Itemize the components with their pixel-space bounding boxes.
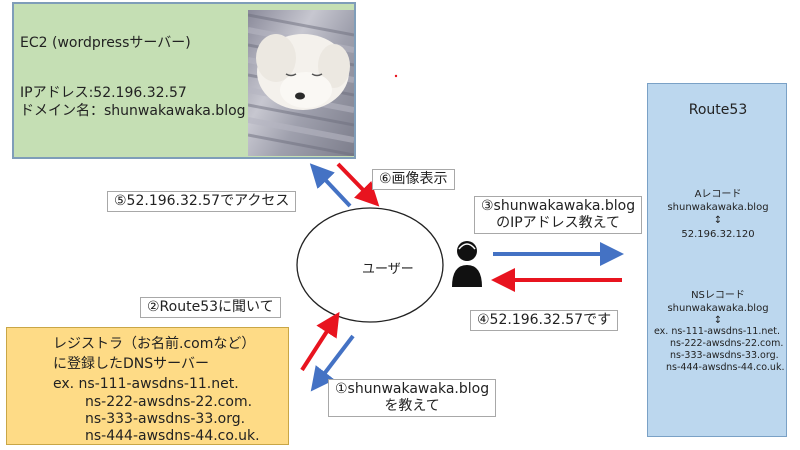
step-3-label: ③shunwakawaka.blog のIPアドレス教えて	[474, 196, 643, 234]
registrar-line: ns-444-awsdns-44.co.uk.	[85, 428, 260, 444]
arrow-access-ec2	[309, 163, 352, 208]
step-6-label: ⑥画像表示	[372, 169, 455, 190]
step-1-line: ①shunwakawaka.blog	[335, 381, 490, 397]
a-record-label: Aレコード	[694, 189, 742, 200]
registrar-line: レジストラ（お名前.comなど）	[53, 336, 256, 352]
arrow-registrar-ask	[310, 334, 355, 392]
ns-record-server: ns-333-awsdns-33.org.	[670, 350, 779, 361]
step-4-text: ④52.196.32.57です	[477, 312, 612, 328]
ns-record-arrow-icon: ↕	[713, 315, 723, 326]
ns-record-server: ns-444-awsdns-44.co.uk.	[666, 362, 785, 373]
registrar-line: ns-333-awsdns-33.org.	[85, 411, 246, 427]
ns-record-server: ex. ns-111-awsdns-11.net.	[654, 326, 780, 337]
ns-record-domain: shunwakawaka.blog	[667, 303, 769, 314]
step-5-label: ⑤52.196.32.57でアクセス	[107, 191, 297, 212]
route53-box: Route53 Aレコード shunwakawaka.blog ↕ 52.196…	[647, 83, 787, 437]
ec2-server-box: EC2 (wordpressサーバー) IPアドレス:52.196.32.57 …	[12, 2, 356, 159]
step-6-text: ⑥画像表示	[379, 171, 448, 187]
step-2-text: ②Route53に聞いて	[147, 299, 274, 315]
a-record-domain: shunwakawaka.blog	[667, 202, 769, 213]
stray-dot	[394, 74, 398, 78]
step-4-label: ④52.196.32.57です	[470, 310, 619, 331]
ec2-ip: IPアドレス:52.196.32.57	[20, 85, 187, 101]
registrar-line: ex. ns-111-awsdns-11.net.	[53, 376, 239, 392]
dog-photo	[248, 10, 354, 156]
user-ellipse	[296, 207, 444, 323]
a-record-ip: 52.196.32.120	[681, 229, 755, 240]
route53-title: Route53	[688, 102, 748, 118]
step-3-line: のIPアドレス教えて	[496, 215, 620, 231]
ec2-title: EC2 (wordpressサーバー)	[20, 35, 191, 51]
ns-record-server: ns-222-awsdns-22.com.	[670, 338, 784, 349]
user-person-icon	[452, 241, 482, 287]
ns-record-label: NSレコード	[691, 290, 745, 301]
arrow-registrar-query	[300, 311, 340, 372]
user-label: ユーザー	[362, 262, 414, 277]
a-record-arrow-icon: ↕	[713, 215, 723, 226]
registrar-line: ns-222-awsdns-22.com.	[85, 394, 253, 410]
step-1-label: ①shunwakawaka.blog を教えて	[328, 379, 497, 417]
step-1-line: を教えて	[384, 398, 440, 414]
step-5-text: ⑤52.196.32.57でアクセス	[114, 193, 290, 209]
step-3-line: ③shunwakawaka.blog	[481, 198, 636, 214]
arrow-image-display	[336, 162, 380, 207]
registrar-line: に登録したDNSサーバー	[53, 356, 209, 372]
ec2-domain: ドメイン名：shunwakawaka.blog	[20, 103, 246, 119]
step-2-label: ②Route53に聞いて	[140, 297, 281, 318]
registrar-dns-box: レジストラ（お名前.comなど） に登録したDNSサーバー ex. ns-111…	[6, 327, 289, 445]
